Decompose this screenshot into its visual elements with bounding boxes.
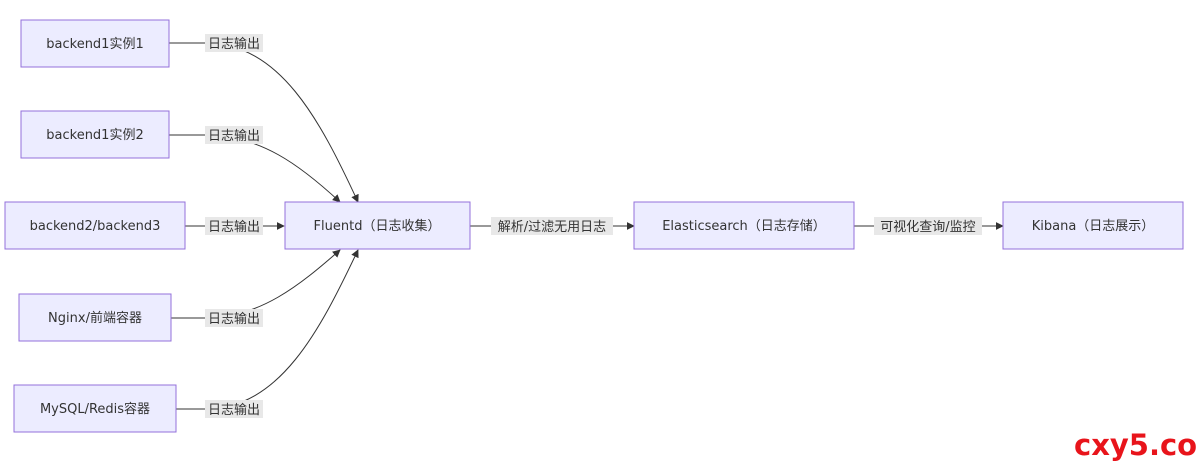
node-label: backend1实例2: [46, 128, 143, 143]
node-label: backend2/backend3: [30, 219, 161, 234]
node-kibana[interactable]: Kibana（日志展示）: [1002, 201, 1184, 250]
node-label: backend1实例1: [46, 37, 143, 52]
edge-label-parse-filter: 解析/过滤无用日志: [491, 217, 613, 235]
edge-label-text: 日志输出: [208, 402, 260, 418]
node-backend1-instance2[interactable]: backend1实例2: [20, 110, 170, 159]
node-mysql-redis[interactable]: MySQL/Redis容器: [13, 384, 177, 433]
node-label: Kibana（日志展示）: [1032, 219, 1155, 234]
edge-label-visualize: 可视化查询/监控: [874, 217, 982, 235]
node-fluentd[interactable]: Fluentd（日志收集）: [284, 201, 471, 250]
node-backend2-backend3[interactable]: backend2/backend3: [4, 201, 186, 250]
edge-label-text: 日志输出: [208, 128, 260, 144]
edge-label-text: 日志输出: [208, 219, 260, 235]
node-label: Nginx/前端容器: [48, 310, 142, 326]
node-label: Elasticsearch（日志存储）: [662, 219, 826, 234]
node-elasticsearch[interactable]: Elasticsearch（日志存储）: [633, 201, 855, 250]
node-nginx-frontend[interactable]: Nginx/前端容器: [18, 293, 172, 342]
node-backend1-instance1[interactable]: backend1实例1: [20, 19, 170, 68]
edge-label-b3: 日志输出: [205, 217, 263, 235]
edge-label-text: 解析/过滤无用日志: [498, 220, 606, 235]
edge-label-nginx: 日志输出: [205, 309, 263, 327]
edge-label-b1: 日志输出: [205, 34, 263, 52]
watermark-logo: cxy5.com: [1074, 428, 1197, 462]
edge-mysql-to-fluentd: [176, 249, 359, 410]
edge-label-text: 日志输出: [208, 36, 260, 52]
edge-b1-to-fluentd: [169, 42, 359, 203]
node-label: MySQL/Redis容器: [40, 401, 150, 417]
edge-nginx-to-fluentd: [171, 249, 341, 319]
edge-b2-to-fluentd: [169, 134, 341, 203]
edge-label-b2: 日志输出: [205, 126, 263, 144]
node-label: Fluentd（日志收集）: [314, 218, 441, 234]
edge-label-text: 日志输出: [208, 311, 260, 327]
edge-label-mysql: 日志输出: [205, 400, 263, 418]
edge-label-text: 可视化查询/监控: [880, 220, 975, 235]
